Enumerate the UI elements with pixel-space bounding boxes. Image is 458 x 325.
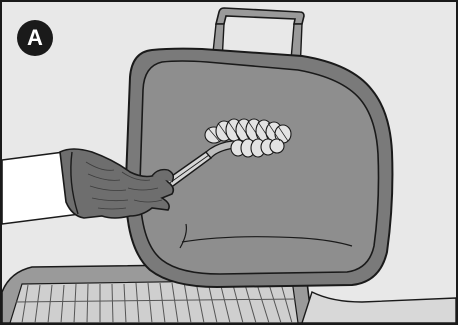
step-badge: A <box>17 20 53 56</box>
grill-lid-icon <box>126 49 393 287</box>
grill-cleaning-drawing <box>2 2 456 323</box>
